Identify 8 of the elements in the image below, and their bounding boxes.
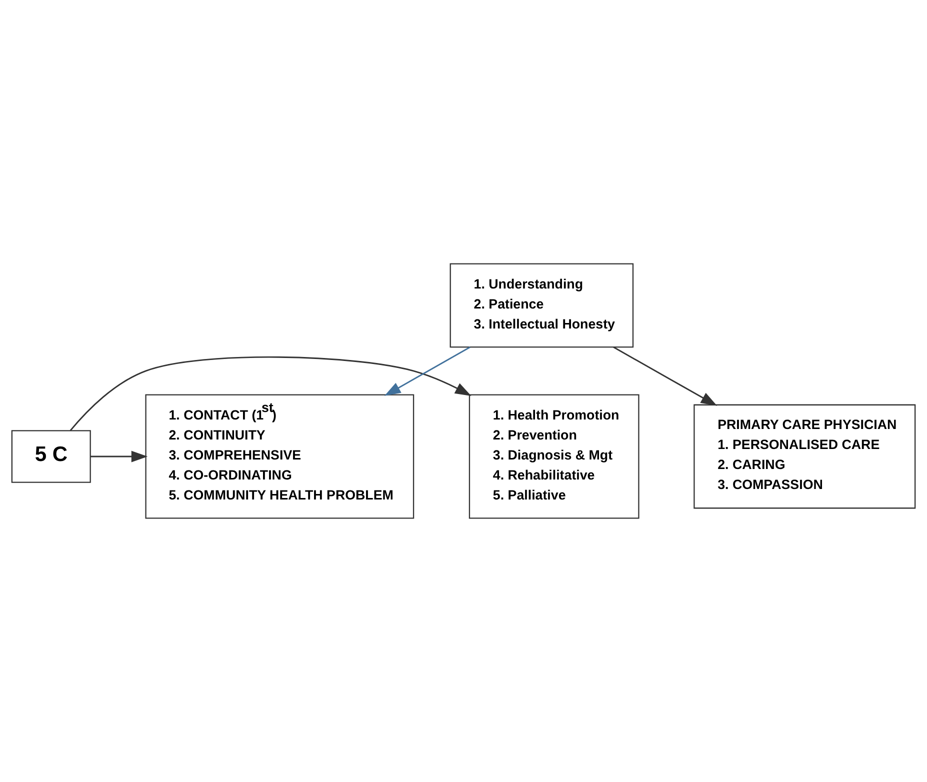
node-box: 1. Understanding 2. Patience 3. Intellectual Honesty bbox=[450, 263, 634, 348]
node-box: 5 C bbox=[11, 430, 91, 483]
arrow bbox=[70, 356, 472, 432]
arrow bbox=[613, 346, 718, 406]
node-box: PRIMARY CARE PHYSICIAN 1. PERSONALISED CARE 2. CARING 3. COMPASSION bbox=[694, 404, 916, 509]
arrow bbox=[384, 346, 470, 396]
node-box: 1. Health Promotion 2. Prevention 3. Diagnosis & Mgt 4. Rehabilitative 5. Palliative bbox=[468, 394, 640, 519]
arrow bbox=[90, 450, 148, 462]
